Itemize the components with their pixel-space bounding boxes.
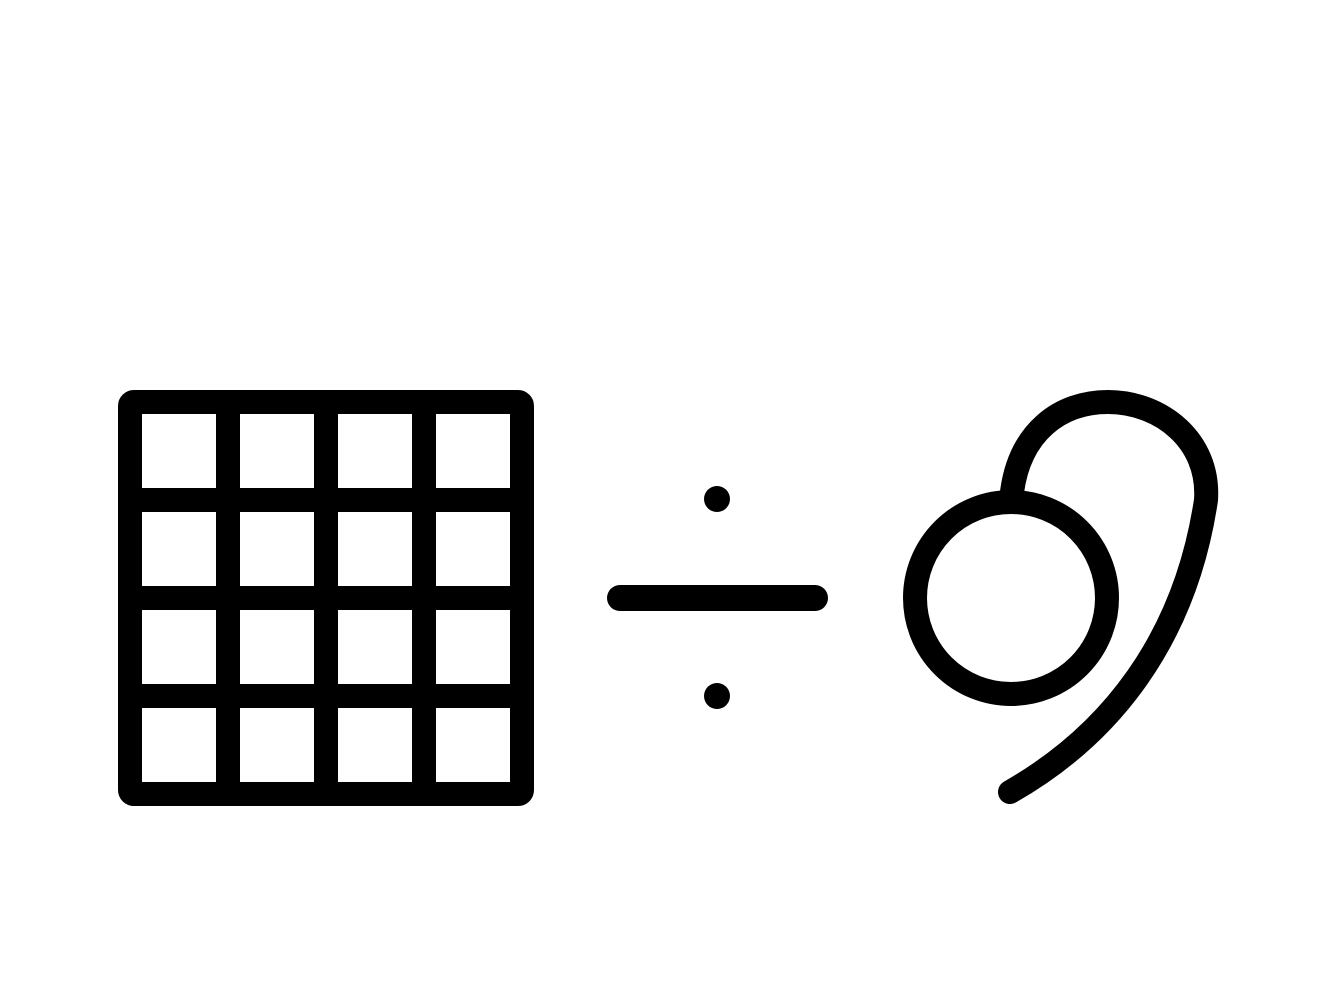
divide-top-dot — [704, 486, 730, 512]
circle-with-curved-tail-icon — [903, 390, 1219, 804]
grid-icon — [118, 390, 534, 806]
circle-shape — [903, 490, 1119, 706]
divide-bottom-dot — [704, 683, 730, 709]
grid-lines — [130, 402, 522, 794]
curved-tail — [998, 390, 1219, 804]
divide-icon — [607, 486, 828, 709]
